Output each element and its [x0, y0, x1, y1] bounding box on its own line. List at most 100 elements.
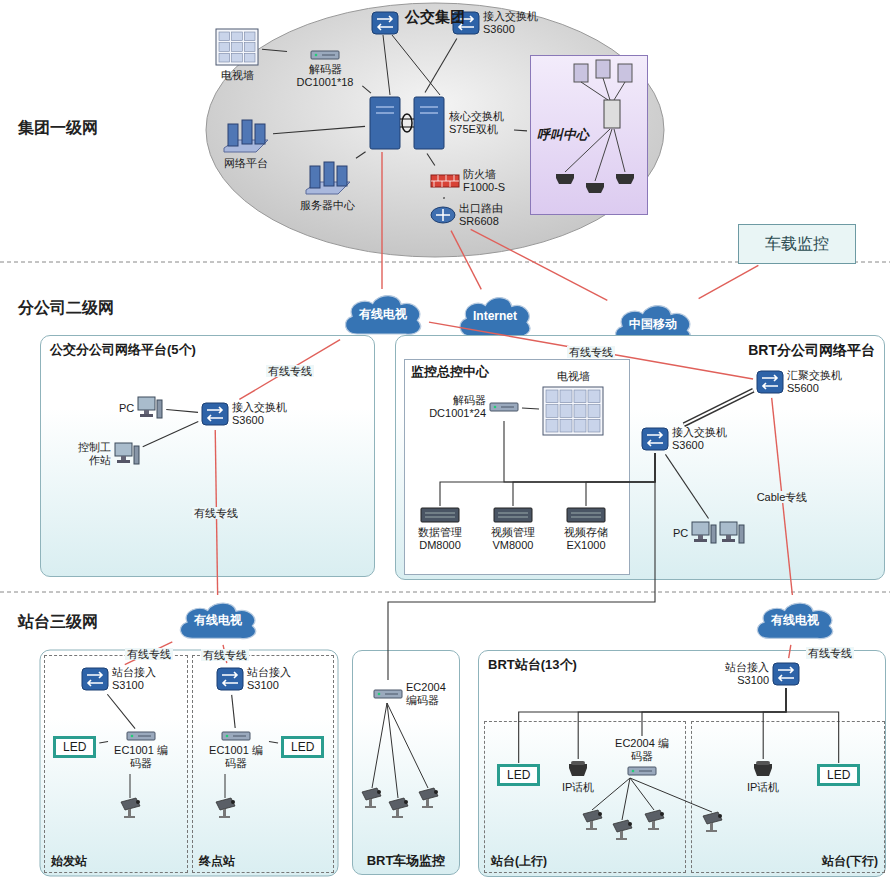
device-label: 电视墙 [557, 370, 590, 383]
drawing-part [773, 663, 799, 685]
drawing-part [138, 736, 151, 737]
camera-icon [389, 798, 408, 818]
drawing-part [376, 107, 394, 113]
drawing-part [216, 667, 244, 691]
drawing-part [546, 419, 558, 432]
area-title: BRT分公司网络平台 [748, 342, 875, 359]
node-label: Internet [473, 309, 517, 323]
drawing-part [216, 29, 258, 65]
drawing-part [581, 82, 608, 100]
device-icon [420, 507, 460, 523]
double-link-core [684, 390, 753, 424]
network-cloud: 有线电视 [752, 598, 838, 642]
drawing-part [207, 407, 223, 421]
lan-link [522, 407, 539, 409]
area-title: 站台(上行) [491, 854, 547, 868]
drawing-part [762, 375, 778, 389]
drawing-part [121, 456, 126, 460]
device-icon [114, 442, 140, 466]
device-node: 解码器 DC1001*24 [420, 394, 519, 420]
camera-icon [216, 798, 235, 818]
device-icon [627, 766, 657, 776]
device-node: IP话机 [747, 760, 779, 794]
device-node: EC1001 编码器 [111, 731, 171, 770]
drawing-part [324, 162, 334, 186]
device-icon [81, 667, 109, 691]
drawing-part [574, 419, 586, 432]
lan-link [99, 742, 108, 743]
drawing-part [255, 124, 265, 144]
lan-link [232, 695, 235, 728]
area-title: 始发站 [51, 854, 87, 868]
drawing-part [345, 296, 420, 335]
camera-icon [121, 798, 140, 818]
device-icon [221, 731, 251, 741]
lan-link [586, 453, 655, 506]
drawing-part [739, 525, 744, 543]
drawing-part [622, 778, 630, 820]
drawing-part [647, 432, 663, 446]
drawing-part [574, 405, 586, 418]
drawing-part [542, 386, 604, 436]
drawing-part [137, 396, 163, 420]
station-area: 站台(上行)LEDIP话机EC2004 编码器 [484, 721, 686, 873]
device-icon [542, 386, 604, 436]
device-node: PC [119, 396, 163, 420]
drawing-part [370, 97, 400, 149]
device-node: 站台接入 S3100 [719, 661, 800, 687]
device-label: 站台接入 S3100 [247, 666, 297, 692]
drawing-part [639, 770, 652, 771]
drawing-part [217, 668, 243, 690]
leased-line [699, 265, 759, 298]
drawing-part [222, 118, 270, 154]
device-label: IP话机 [562, 781, 594, 794]
device-icon [430, 174, 460, 188]
drawing-part [431, 175, 459, 187]
edge-label: 有线专线 [567, 342, 615, 360]
lan-link [427, 154, 435, 166]
device-label: 电视墙 [221, 69, 254, 82]
drawing-part [242, 120, 252, 144]
device-label: 汇聚交换机 S5600 [787, 369, 849, 395]
area-title: 终点站 [199, 854, 235, 868]
drawing-part [628, 767, 656, 775]
drawing-part [420, 507, 460, 523]
drawing-part [138, 397, 155, 410]
drawing-part [387, 703, 428, 788]
drawing-part [694, 539, 707, 542]
drawing-part [574, 390, 586, 403]
network-panel: 公交分公司网络平台(5个)PC控制工作站接入交换机 S3600 [40, 335, 375, 577]
lan-link [504, 421, 655, 482]
device-label: 接入交换机 S3600 [483, 10, 545, 36]
wire [383, 35, 390, 95]
device-node: 接入交换机 S3600 [641, 426, 734, 452]
drawing-part [772, 662, 800, 686]
drawing-part [425, 517, 455, 518]
device-node: EC2004 编码器 [612, 737, 672, 776]
device-node: 电视墙 [542, 370, 604, 436]
drawing-part [720, 522, 737, 535]
drawing-part [81, 667, 109, 691]
drawing-part [692, 522, 709, 535]
drawing-part [614, 129, 625, 172]
level-label: 站台三级网 [18, 612, 98, 633]
level-separator [0, 592, 890, 593]
edge-label-text: 有线专线 [266, 365, 314, 377]
drawing-part [222, 672, 238, 686]
device-label: PC [119, 402, 134, 415]
device-node: EC2004 编码器 [373, 681, 450, 707]
drawing-part [201, 402, 229, 426]
drawing-part [586, 183, 604, 193]
drawing-part [698, 535, 703, 539]
device-label: 网络平台 [224, 157, 268, 170]
lan-link [388, 453, 655, 680]
lan-link [107, 694, 135, 728]
access-switch-icon [372, 12, 398, 34]
drawing-part [595, 129, 612, 181]
drawing-part [377, 16, 393, 30]
node-label: LED [827, 768, 850, 782]
drawing-part [127, 732, 155, 740]
device-label: PC [673, 527, 688, 540]
drawing-part [691, 521, 745, 545]
